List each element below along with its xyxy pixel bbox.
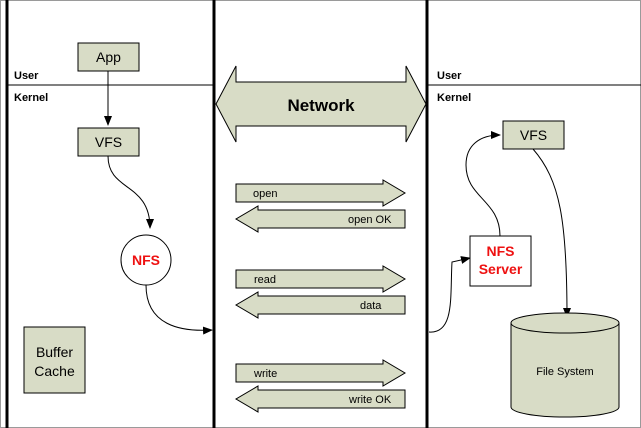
write-reply-label: write OK (348, 394, 392, 406)
vfs-to-nfs-arrow (107, 155, 154, 229)
network-to-nfs-server-arrow (428, 256, 471, 333)
nfs-to-network-arrow (145, 284, 213, 335)
message-read: read data (235, 265, 406, 319)
server-vfs-box (502, 120, 565, 150)
app-label: App (96, 49, 121, 65)
buffer-cache-box (23, 326, 86, 394)
server-user-label: User (437, 70, 462, 82)
server-vfs-label: VFS (520, 127, 547, 143)
nfs-server-label-line2: Server (479, 261, 523, 277)
read-request-label: read (254, 274, 276, 286)
message-write: write write OK (235, 359, 406, 413)
app-box (77, 42, 140, 72)
read-request-arrow (235, 265, 406, 293)
nfs-server-to-vfs-arrow (465, 131, 501, 237)
client-vfs-box (77, 127, 140, 157)
vfs-to-file-system-arrow (532, 148, 571, 318)
buffer-cache-label-line2: Cache (34, 363, 75, 379)
nfs-client-label: NFS (132, 252, 160, 268)
open-request-arrow (235, 179, 406, 207)
nfs-server-box (469, 235, 532, 287)
client-kernel-label: Kernel (14, 92, 48, 104)
file-system-cylinder (510, 312, 620, 418)
network-label: Network (287, 96, 355, 115)
network-arrow (215, 65, 427, 143)
open-reply-label: open OK (348, 214, 392, 226)
client-user-label: User (14, 70, 39, 82)
open-request-label: open (253, 188, 277, 200)
nfs-server-label-line1: NFS (487, 243, 515, 259)
open-reply-arrow (235, 205, 406, 233)
write-reply-arrow (235, 385, 406, 413)
file-system-label: File System (536, 366, 593, 378)
buffer-cache-label-line1: Buffer (36, 344, 73, 360)
write-request-label: write (253, 368, 277, 380)
file-system-body (510, 323, 620, 418)
read-reply-label: data (360, 300, 382, 312)
read-reply-arrow (235, 291, 406, 319)
client-vfs-label: VFS (95, 134, 122, 150)
write-request-arrow (235, 359, 406, 387)
message-open: open open OK (235, 179, 406, 233)
file-system-top (510, 312, 620, 334)
server-kernel-label: Kernel (437, 92, 471, 104)
